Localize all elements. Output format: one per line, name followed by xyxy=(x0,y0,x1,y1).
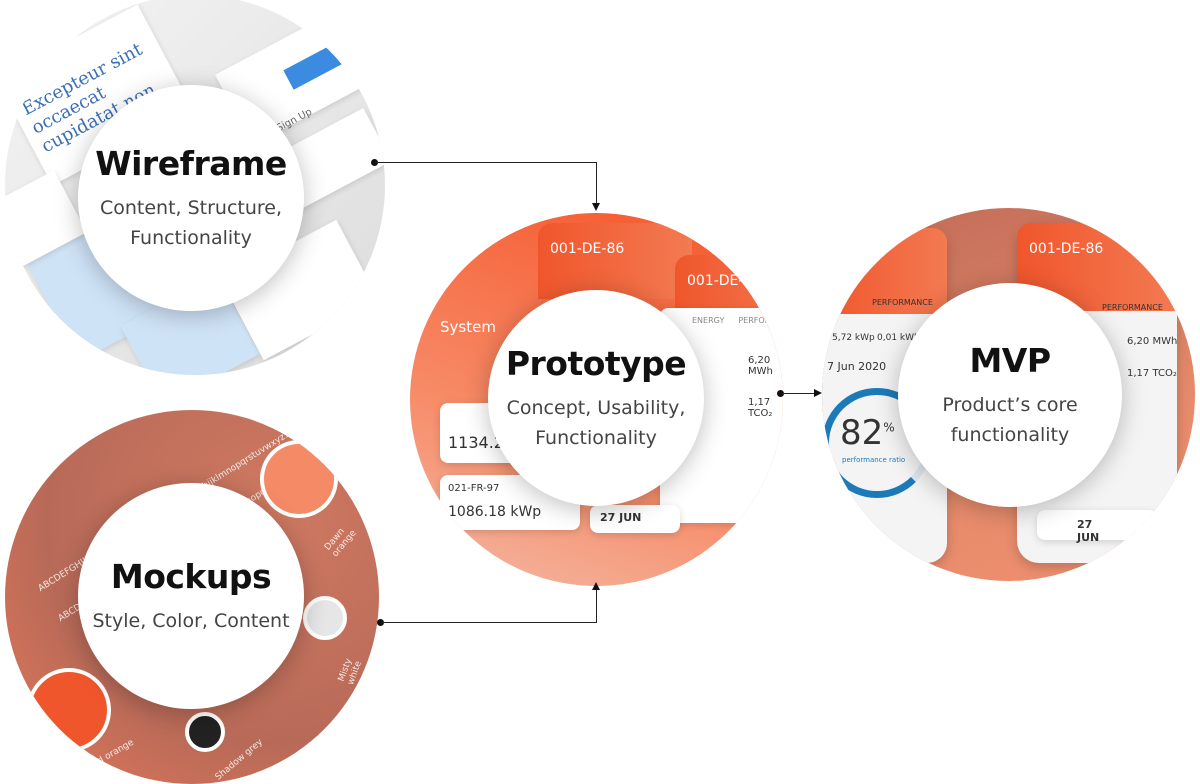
stage-subtitle: Functionality xyxy=(130,226,252,249)
date-label: 7 Jun 2020 xyxy=(827,360,887,373)
stage-subtitle: Content, Structure, xyxy=(99,196,283,219)
connector-line xyxy=(596,162,597,204)
stage-subtitle: Product’s core xyxy=(942,393,1078,416)
stage-title: Wireframe xyxy=(95,143,287,183)
swatch-label: Shadow grey xyxy=(213,737,265,783)
device-id: 001-DE-86 xyxy=(1029,241,1104,257)
arrow-right-icon xyxy=(814,389,822,397)
connector-line xyxy=(596,590,597,623)
energy-tab: ENERGY xyxy=(692,316,725,325)
performance-tab: PERFORMANCE xyxy=(738,316,783,325)
color-swatch-red-orange xyxy=(27,668,111,752)
mockups-stage: Mockups Style, Color, Content xyxy=(78,483,304,709)
stage-title: Prototype xyxy=(505,343,687,383)
arrow-down-icon xyxy=(592,203,600,211)
stage-title: MVP xyxy=(969,340,1051,380)
stat: 5,72 kWp xyxy=(832,333,875,343)
color-swatch-dawn-orange xyxy=(260,440,338,518)
mvp-stage: MVP Product’s core functionality xyxy=(898,283,1122,507)
connector-dot xyxy=(371,159,378,166)
stage-title: Mockups xyxy=(110,556,272,596)
connector-line xyxy=(381,622,597,623)
prototype-stage: Prototype Concept, Usability, Functional… xyxy=(488,290,704,506)
percent-unit: % xyxy=(883,420,895,435)
date-card: 27 JUN xyxy=(1037,510,1157,544)
arrow-up-icon xyxy=(592,582,600,590)
date-card: 27 JUN xyxy=(590,505,680,533)
stat: 1,17 TCO₂ xyxy=(1127,368,1177,379)
swatch-label: Misty white xyxy=(336,657,364,687)
connector-dot xyxy=(777,390,784,397)
device-value: 1086.18 kWp xyxy=(448,504,542,520)
performance-value: 82% xyxy=(840,413,895,453)
device-id: 021-FR-97 xyxy=(448,483,500,494)
performance-tab: PERFORMANCE xyxy=(1102,303,1163,312)
stat: 6,20 MWh xyxy=(748,355,773,377)
stage-subtitle: Functionality xyxy=(535,426,657,449)
mvp-phone-header xyxy=(822,228,947,314)
stat: 6,20 MWh xyxy=(1127,336,1178,347)
performance-tab: PERFORMANCE xyxy=(872,298,933,307)
stat: 1,17 TCO₂ xyxy=(748,397,773,419)
percent-number: 82 xyxy=(840,413,884,453)
device-id: 001-DE-86 xyxy=(687,273,762,289)
connector-line xyxy=(781,393,816,394)
stage-subtitle: functionality xyxy=(950,423,1070,446)
swatch-label: Dawn orange xyxy=(322,526,359,560)
stat: 0,01 kWh xyxy=(877,333,920,343)
performance-label: performance ratio xyxy=(842,456,906,464)
stage-subtitle: Style, Color, Content xyxy=(92,609,290,632)
stage-subtitle: Concept, Usability, xyxy=(506,396,686,419)
connector-line xyxy=(375,162,597,163)
device-id: 001-DE-86 xyxy=(550,241,625,257)
prototype-phone-header: 001-DE-86 xyxy=(538,223,692,299)
connector-dot xyxy=(377,619,384,626)
menu-title: System xyxy=(440,318,496,336)
wireframe-stage: Wireframe Content, Structure, Functional… xyxy=(78,85,304,311)
color-swatch-misty-white xyxy=(303,596,347,640)
color-swatch-shadow-grey xyxy=(185,712,225,752)
